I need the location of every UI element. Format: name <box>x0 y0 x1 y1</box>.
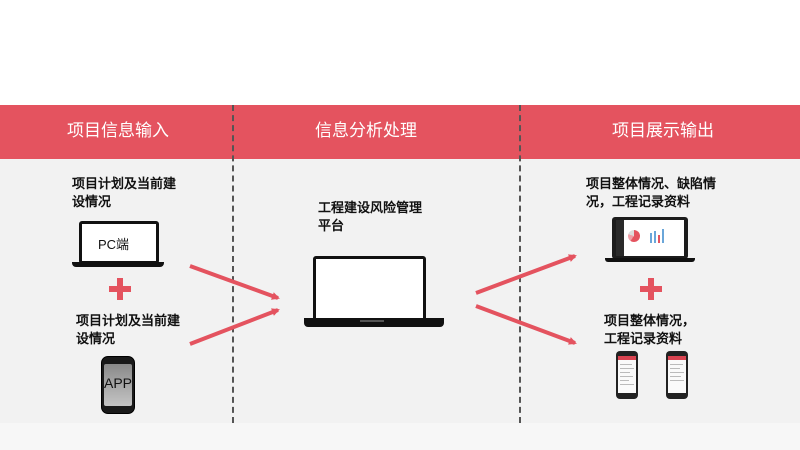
arrow-platform-to-pc-output <box>475 254 577 295</box>
pc-device-text: PC端 <box>98 237 130 252</box>
column-title-process: 信息分析处理 <box>315 121 417 141</box>
platform-label: 工程建设风险管理平台 <box>318 201 423 234</box>
output-phone-icon-1 <box>616 351 638 399</box>
output-app-label: 项目整体情况，工程记录资料 <box>604 314 696 347</box>
column-divider-left <box>232 105 234 423</box>
header-band <box>0 105 800 159</box>
arrow-pc-to-platform <box>189 264 280 300</box>
column-title-input: 项目信息输入 <box>67 121 169 141</box>
input-app-label: 项目计划及当前建设情况 <box>76 314 181 347</box>
output-pc-label: 项目整体情况、缺陷情况，工程记录资料 <box>586 177 717 210</box>
arrow-platform-to-app-output <box>475 304 577 345</box>
app-device-text: APP <box>104 375 133 391</box>
column-title-output: 项目展示输出 <box>612 121 714 141</box>
arrow-app-to-platform <box>189 308 280 346</box>
input-pc-label: 项目计划及当前建设情况 <box>72 177 177 210</box>
bottom-strip <box>0 423 800 450</box>
output-phone-icon-2 <box>666 351 688 399</box>
column-divider-right <box>519 105 521 423</box>
